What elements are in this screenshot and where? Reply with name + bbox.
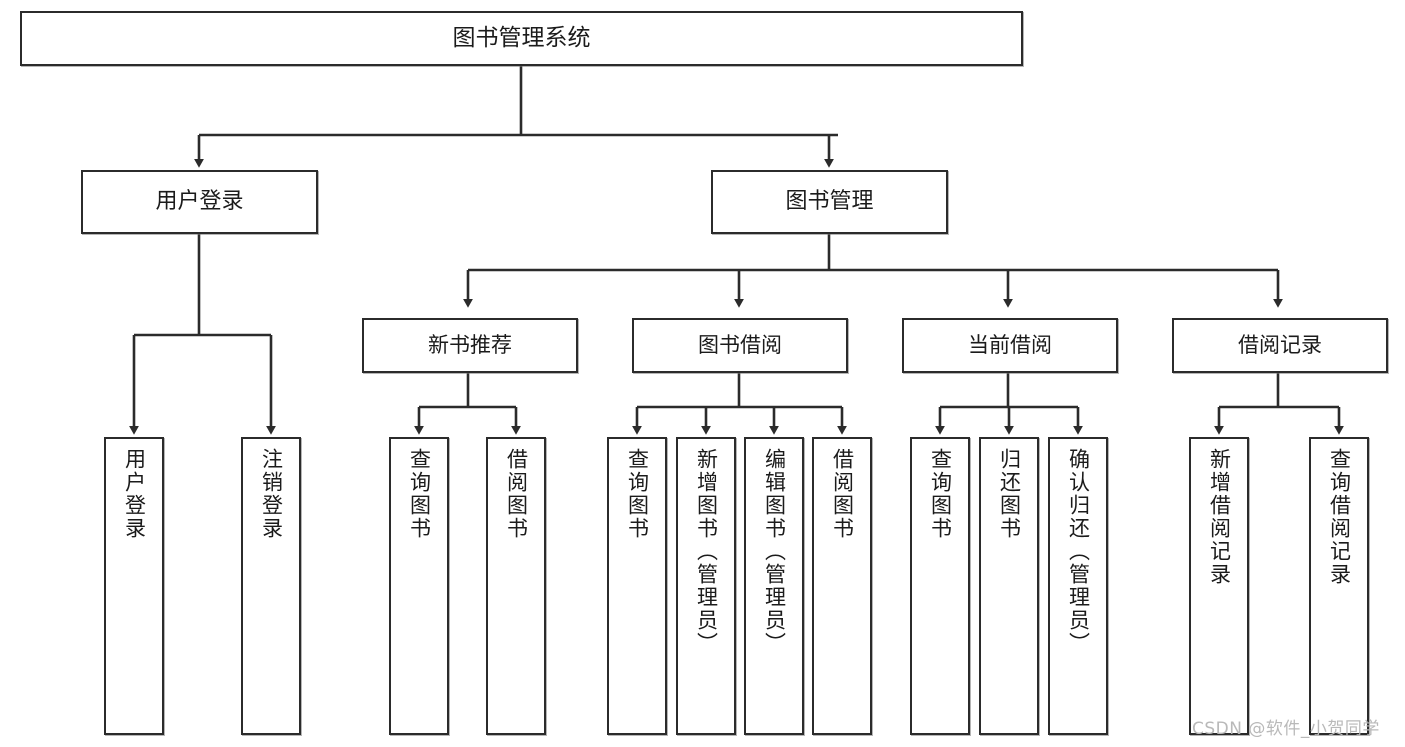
- node-label: 新增图书（管理员）: [694, 448, 719, 655]
- leaf-return-book[interactable]: 归还图书: [979, 437, 1039, 735]
- node-label: 编辑图书（管理员）: [762, 448, 787, 655]
- leaf-edit-book-admin[interactable]: 编辑图书（管理员）: [744, 437, 804, 735]
- leaf-query-book-new-recommend[interactable]: 查询图书: [389, 437, 449, 735]
- leaf-add-book-admin[interactable]: 新增图书（管理员）: [676, 437, 736, 735]
- node-label: 当前借阅: [968, 332, 1052, 357]
- leaf-logout[interactable]: 注销登录: [241, 437, 301, 735]
- node-label: 注销登录: [259, 448, 284, 540]
- csdn-watermark: CSDN @软件_小贺同学: [1192, 719, 1380, 739]
- node-label: 归还图书: [997, 448, 1022, 540]
- node-label: 图书管理: [785, 188, 874, 214]
- leaf-add-borrow-record[interactable]: 新增借阅记录: [1189, 437, 1249, 735]
- node-label: 新增借阅记录: [1207, 448, 1232, 586]
- node-label: 用户登录: [155, 188, 244, 214]
- node-label: 图书管理系统: [452, 24, 591, 51]
- leaf-user-login[interactable]: 用户登录: [104, 437, 164, 735]
- node-label: 借阅记录: [1238, 332, 1322, 357]
- node-label: 新书推荐: [428, 332, 512, 357]
- node-book-borrow[interactable]: 图书借阅: [632, 318, 848, 373]
- leaf-query-book-current[interactable]: 查询图书: [910, 437, 970, 735]
- node-label: 图书借阅: [698, 332, 782, 357]
- node-root-book-management-system[interactable]: 图书管理系统: [20, 11, 1023, 66]
- node-user-login[interactable]: 用户登录: [81, 170, 318, 234]
- leaf-borrow-book-new-recommend[interactable]: 借阅图书: [486, 437, 546, 735]
- node-label: 确认归还（管理员）: [1066, 448, 1091, 655]
- node-borrow-record[interactable]: 借阅记录: [1172, 318, 1388, 373]
- leaf-query-borrow-record[interactable]: 查询借阅记录: [1309, 437, 1369, 735]
- node-label: 借阅图书: [830, 448, 855, 540]
- node-label: 查询图书: [625, 448, 650, 540]
- leaf-query-book-borrow[interactable]: 查询图书: [607, 437, 667, 735]
- node-label: 借阅图书: [504, 448, 529, 540]
- node-label: 用户登录: [122, 448, 147, 540]
- node-new-book-recommend[interactable]: 新书推荐: [362, 318, 578, 373]
- node-label: 查询图书: [928, 448, 953, 540]
- leaf-borrow-book[interactable]: 借阅图书: [812, 437, 872, 735]
- leaf-confirm-return-admin[interactable]: 确认归还（管理员）: [1048, 437, 1108, 735]
- node-current-borrow[interactable]: 当前借阅: [902, 318, 1118, 373]
- node-label: 查询图书: [407, 448, 432, 540]
- node-book-management[interactable]: 图书管理: [711, 170, 948, 234]
- node-label: 查询借阅记录: [1327, 448, 1352, 586]
